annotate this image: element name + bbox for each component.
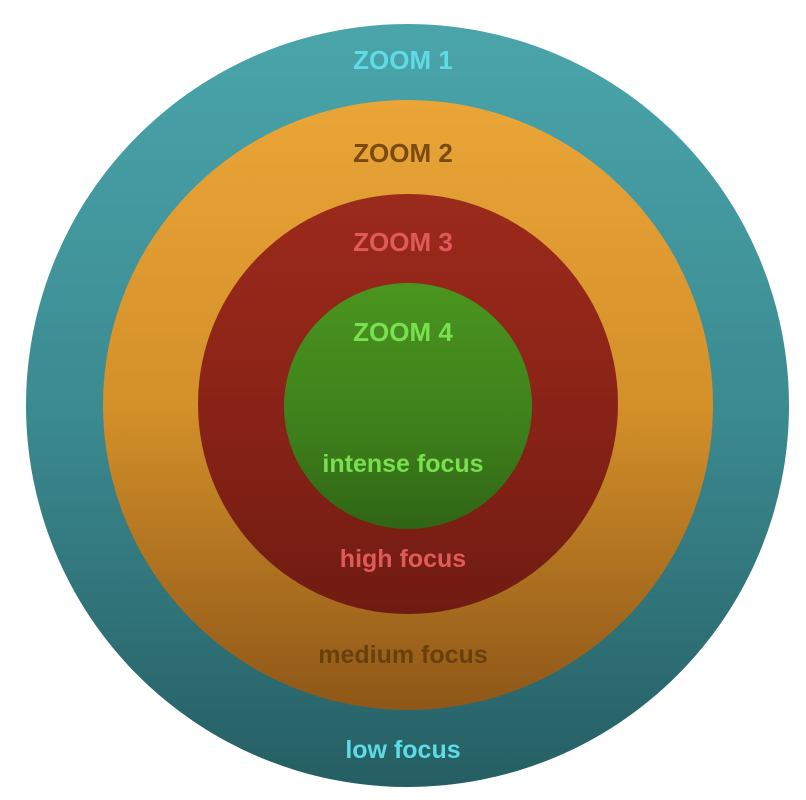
zoom-4-subtitle: intense focus [322,450,484,478]
zoom-2-title: ZOOM 2 [353,138,453,168]
zoom-3-title: ZOOM 3 [353,227,453,257]
zoom-4-title: ZOOM 4 [353,317,453,347]
zoom-1-title: ZOOM 1 [353,45,453,75]
zoom-1-subtitle: low focus [345,736,461,764]
zoom-2-subtitle: medium focus [318,641,488,669]
zoom-3-subtitle: high focus [339,545,467,573]
zoom-4-circle [284,283,532,529]
